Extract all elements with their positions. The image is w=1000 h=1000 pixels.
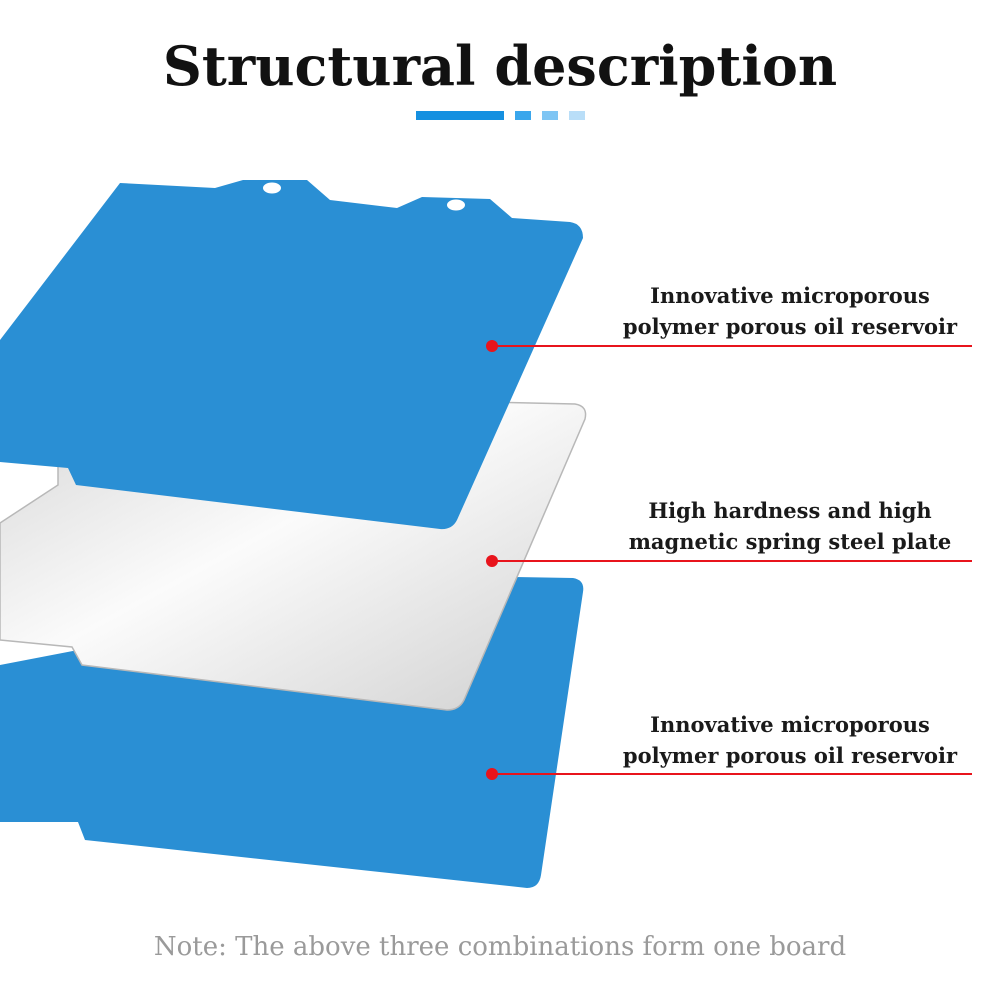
callout-line: polymer porous oil reservoir bbox=[622, 314, 958, 339]
mounting-hole bbox=[447, 199, 465, 211]
callout-line: High hardness and high bbox=[648, 498, 932, 523]
mounting-hole bbox=[263, 182, 281, 194]
callout-bottom-sheet: Innovative microporous polymer porous oi… bbox=[600, 709, 980, 771]
callout-top-sheet: Innovative microporous polymer porous oi… bbox=[600, 280, 980, 342]
pointer-dot bbox=[486, 768, 498, 780]
callout-line: magnetic spring steel plate bbox=[628, 529, 952, 554]
pointer-dot bbox=[486, 555, 498, 567]
page-title: Structural description bbox=[162, 34, 838, 98]
callout-line: Innovative microporous bbox=[650, 283, 930, 308]
title-accent-dash bbox=[569, 111, 585, 120]
top-oil-reservoir-sheet bbox=[0, 180, 583, 530]
callout-line: Innovative microporous bbox=[650, 712, 930, 737]
callout-line: polymer porous oil reservoir bbox=[622, 743, 958, 768]
footer-note: Note: The above three combinations form … bbox=[153, 932, 847, 962]
title-accent-dash bbox=[515, 111, 531, 120]
title-accent-bar bbox=[416, 111, 504, 120]
pointer-dot bbox=[486, 340, 498, 352]
callout-steel-plate: High hardness and high magnetic spring s… bbox=[600, 495, 980, 557]
title-accent-dash bbox=[542, 111, 558, 120]
